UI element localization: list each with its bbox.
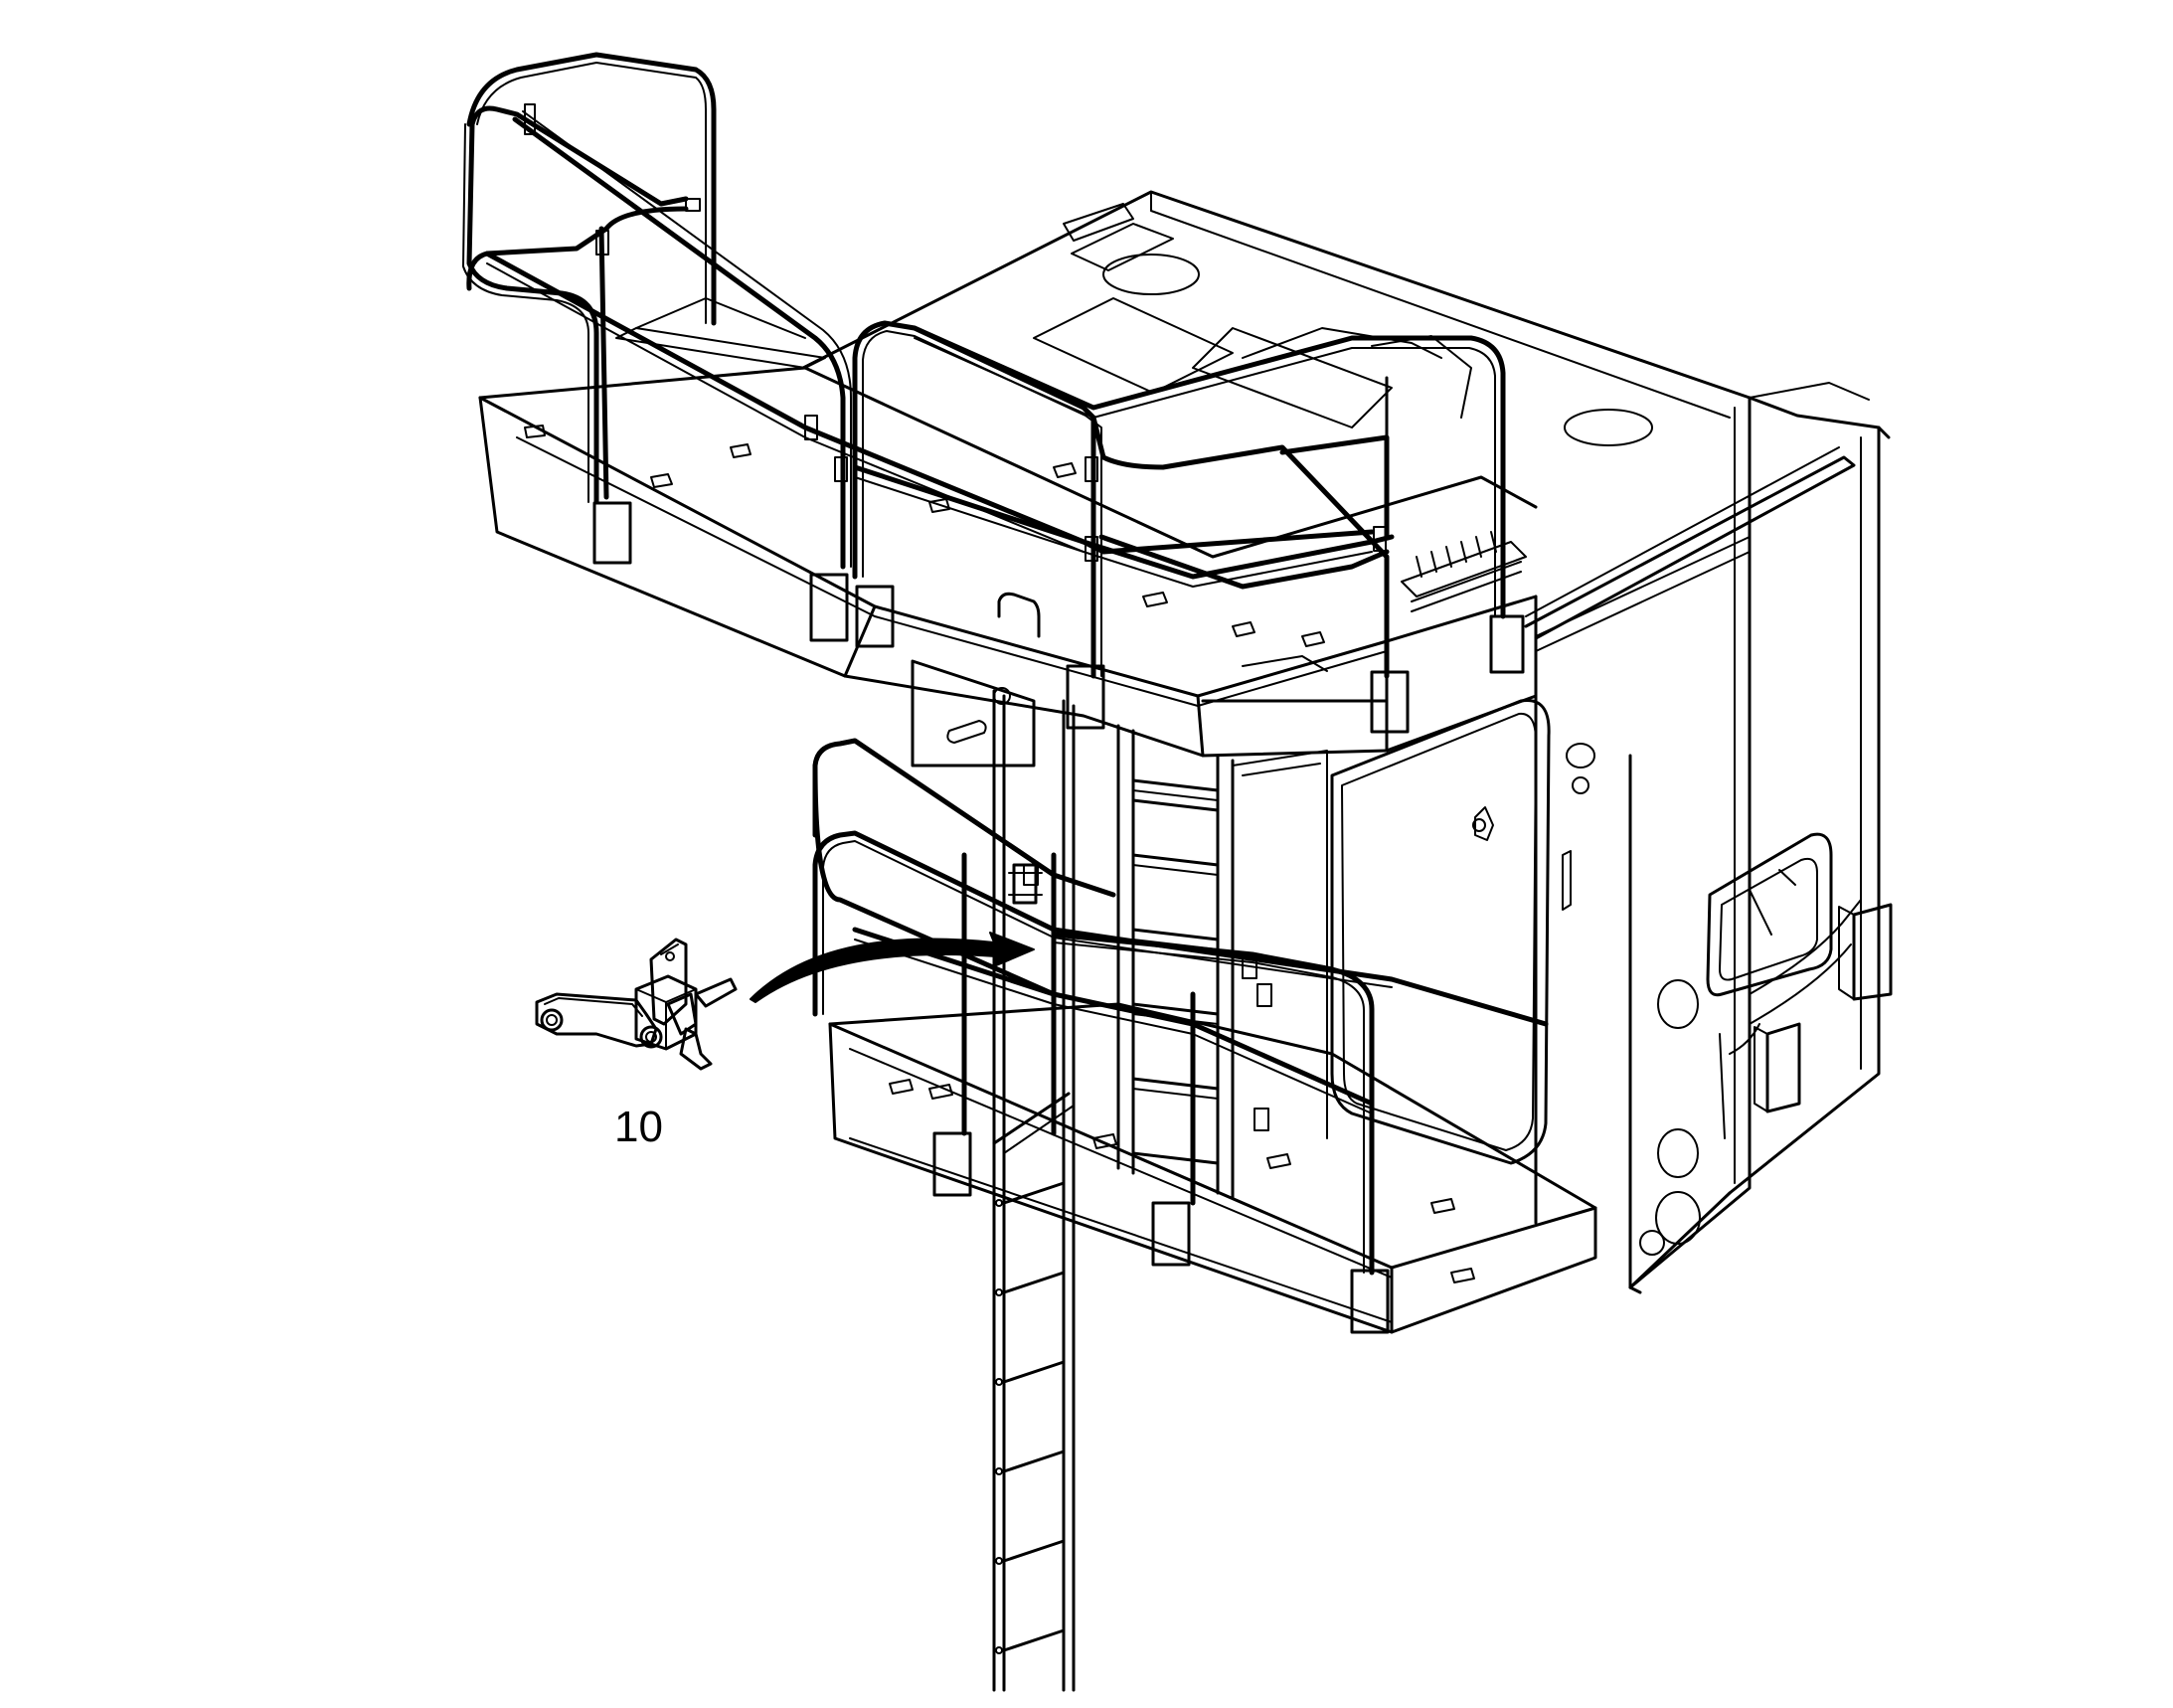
- access-ladder: [992, 592, 1076, 1692]
- curved-arrow: [750, 932, 1035, 1003]
- clamp-detail-part: [535, 938, 738, 1071]
- main-housing: [801, 190, 1893, 1294]
- upper-railings: [462, 52, 1506, 679]
- center-stairway: [911, 659, 1328, 1200]
- lower-platform: [828, 1002, 1597, 1334]
- lower-railings: [812, 738, 1549, 1276]
- callout-10-label: 10: [614, 1103, 663, 1151]
